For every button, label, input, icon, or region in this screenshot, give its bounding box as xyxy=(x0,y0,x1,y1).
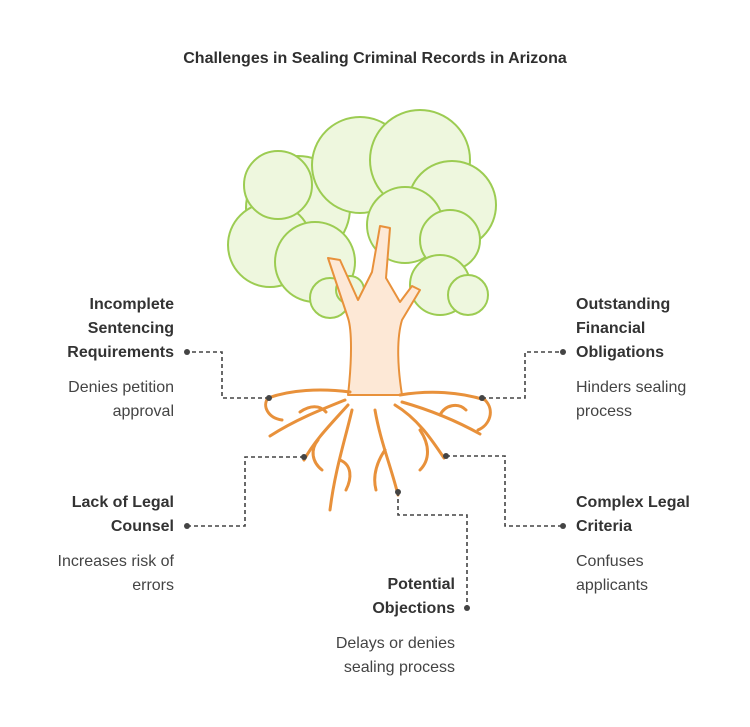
potential-objections-description: Delays or denies sealing process xyxy=(335,635,455,676)
incomplete-sentencing-description: Denies petition approval xyxy=(68,379,174,420)
diagram-title: Challenges in Sealing Criminal Records i… xyxy=(183,50,567,67)
complex-criteria-heading: Complex Legal Criteria xyxy=(576,494,690,535)
complex-criteria-description: Confuses applicants xyxy=(576,553,649,594)
connector-potential-objections xyxy=(397,492,468,608)
lack-of-counsel-heading: Lack of Legal Counsel xyxy=(71,494,174,535)
incomplete-sentencing-heading: Incomplete Sentencing Requirements xyxy=(67,296,174,361)
connector-lack-counsel xyxy=(187,456,304,527)
connector-complex-criteria xyxy=(446,455,563,527)
connector-outstanding-financial xyxy=(482,351,563,399)
connector-dots xyxy=(184,349,566,611)
connectors xyxy=(187,351,563,608)
tree-roots xyxy=(264,388,492,512)
tree-trunk xyxy=(327,225,421,396)
connector-incomplete-sentencing xyxy=(187,351,269,399)
outstanding-financial-heading: Outstanding Financial Obligations xyxy=(576,296,671,361)
tree-foliage xyxy=(227,109,497,319)
outstanding-financial-description: Hinders sealing process xyxy=(576,379,687,420)
lack-of-counsel-description: Increases risk of errors xyxy=(57,553,174,594)
potential-objections-heading: Potential Objections xyxy=(372,576,455,617)
